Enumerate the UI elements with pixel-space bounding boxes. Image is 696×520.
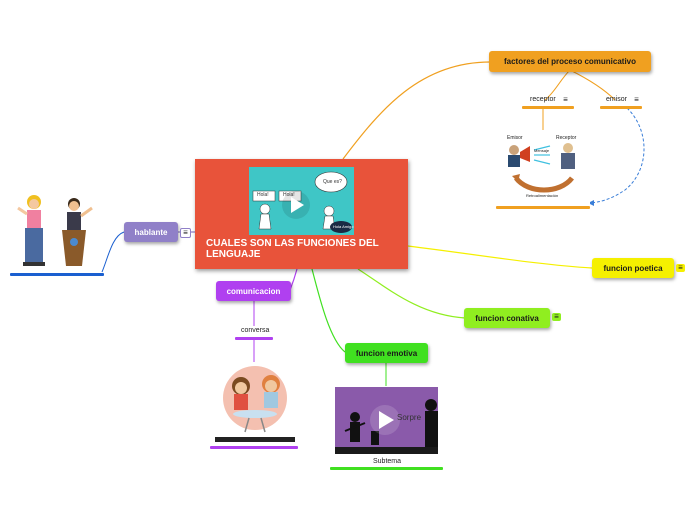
central-topic[interactable]: Hola! Hola! Que es? Hola Amigo CUALES SO… [195, 159, 408, 269]
connector-factores [342, 61, 491, 160]
receptor-menu-icon[interactable]: ≡ [563, 95, 568, 104]
diagram-mensaje-label: Mensaje [534, 148, 550, 153]
topic-emotiva[interactable]: funcion emotiva [345, 343, 428, 363]
video-thought: Que es? [323, 179, 342, 185]
diagram-underline [496, 206, 590, 209]
hablante-image-underline [10, 273, 104, 276]
two-women-talking-illustration [215, 366, 295, 442]
topic-factores-label: factores del proceso comunicativo [503, 57, 637, 66]
diagram-emisor-label: Emisor [507, 135, 523, 141]
subtopic-receptor-underline [522, 106, 574, 109]
connector-conativa [357, 268, 466, 319]
connector-hablante-img [101, 231, 125, 273]
central-video-thumbnail[interactable]: Hola! Hola! Que es? Hola Amigo [249, 167, 354, 235]
topic-factores[interactable]: factores del proceso comunicativo [489, 51, 651, 72]
subtopic-receptor[interactable]: receptor [530, 96, 556, 103]
topic-comunicacion[interactable]: comunicacion [216, 281, 291, 301]
conversa-image[interactable] [215, 362, 295, 444]
subtopic-subtema[interactable]: Subtema [373, 458, 402, 465]
connector-emotiva [311, 268, 346, 353]
topic-conativa-label: funcion conativa [475, 313, 539, 323]
topic-hablante[interactable]: hablante [124, 222, 178, 242]
topic-hablante-label: hablante [134, 227, 168, 237]
emisor-receptor-illustration [508, 143, 575, 193]
video-bubble-left: Hola! [257, 192, 269, 198]
subtopic-emisor[interactable]: emisor [606, 96, 628, 103]
connector-poetica [407, 245, 593, 269]
whiteboard-scene [249, 167, 354, 235]
topic-poetica[interactable]: funcion poetica [592, 258, 674, 278]
subtopic-subtema-underline [330, 467, 443, 470]
diagram-retro-label: Retroalimentación [526, 193, 559, 198]
video-bubble-right: Hola! [283, 192, 295, 198]
topic-poetica-label: funcion poetica [603, 263, 663, 273]
central-title: CUALES SON LAS FUNCIONES DEL LENGUAJE [206, 238, 379, 260]
conativa-menu-icon[interactable]: ≡ [552, 313, 561, 321]
dashed-link [589, 107, 645, 204]
diagram-receptor-label: Receptor [556, 135, 577, 141]
emisor-menu-icon[interactable]: ≡ [634, 95, 639, 104]
connector-receptor [544, 69, 571, 101]
topic-comunicacion-label: comunicacion [226, 286, 281, 296]
conversa-image-underline [210, 446, 298, 449]
communication-diagram-image[interactable]: Emisor Receptor Mensaje Retroalimentació… [498, 130, 590, 206]
emotiva-video-scene [335, 387, 438, 454]
hablante-menu-icon[interactable]: ≡ [180, 228, 191, 238]
two-speakers-illustration [17, 195, 93, 266]
subtopic-emisor-underline [600, 106, 642, 109]
emotiva-video-word: Sorpre [397, 413, 422, 422]
topic-conativa[interactable]: funcion conativa [464, 308, 550, 328]
subtopic-conversa-underline [235, 337, 273, 340]
connector-comunicacion [289, 268, 298, 291]
emotiva-video-thumbnail[interactable]: Sorpre [335, 387, 438, 454]
topic-emotiva-label: funcion emotiva [355, 348, 418, 358]
poetica-menu-icon[interactable]: ≡ [676, 264, 685, 272]
hablante-image[interactable] [12, 190, 100, 270]
connector-emisor [569, 69, 616, 101]
subtopic-conversa[interactable]: conversa [241, 327, 270, 334]
video-badge: Hola Amigo [333, 224, 354, 229]
